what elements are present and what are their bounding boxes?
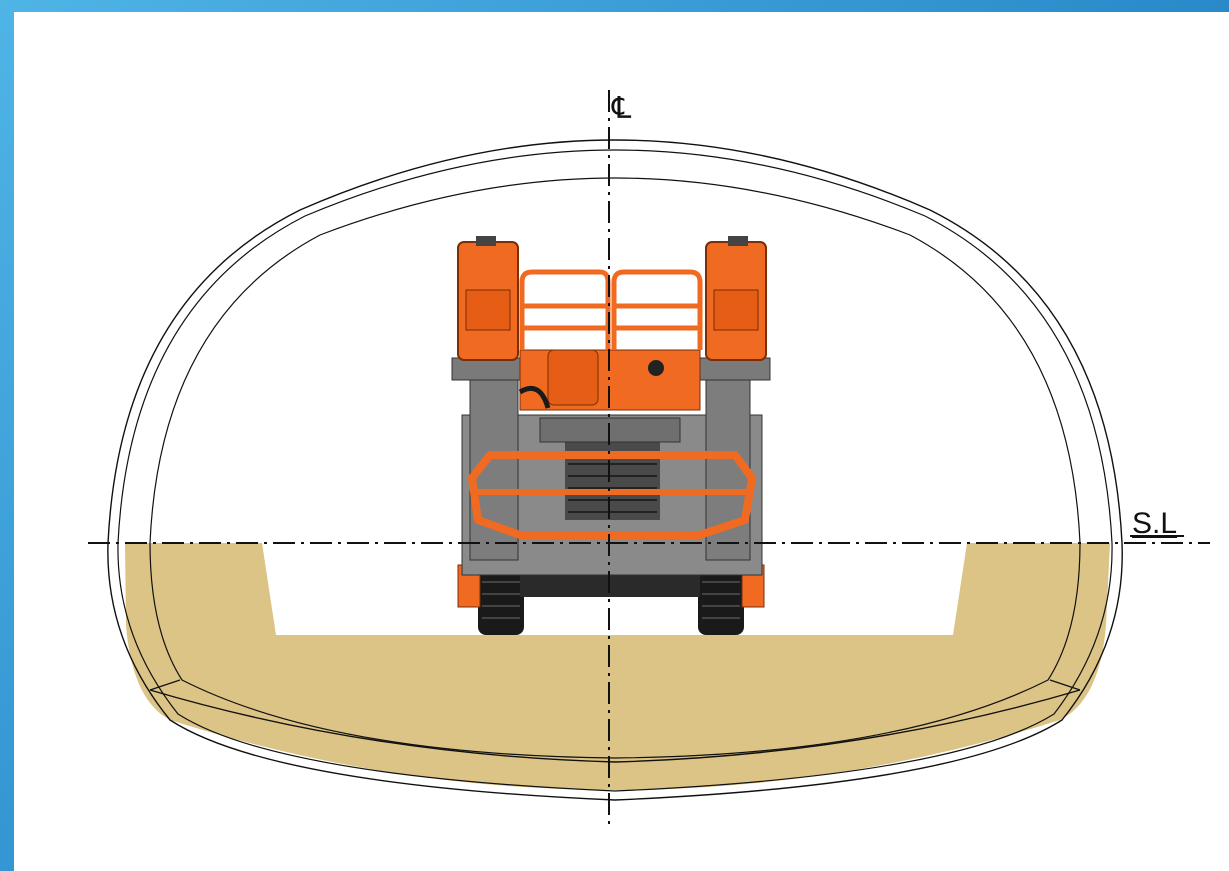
left-lift-basket (457, 236, 519, 361)
tunnel-inner-lining (149, 177, 1081, 759)
right-lift-basket (705, 236, 767, 361)
spring-line-label: S.L (1132, 507, 1177, 540)
tunnel-outer-lining-inner (117, 149, 1113, 792)
tunnel-outer-lining (107, 139, 1123, 801)
platform-handrails (519, 269, 703, 350)
invert-curve (149, 689, 1081, 763)
centerline-label: ℄ (611, 92, 632, 125)
right-wheel (698, 570, 744, 635)
left-wheel (478, 570, 524, 635)
invert-fill (125, 543, 1110, 790)
